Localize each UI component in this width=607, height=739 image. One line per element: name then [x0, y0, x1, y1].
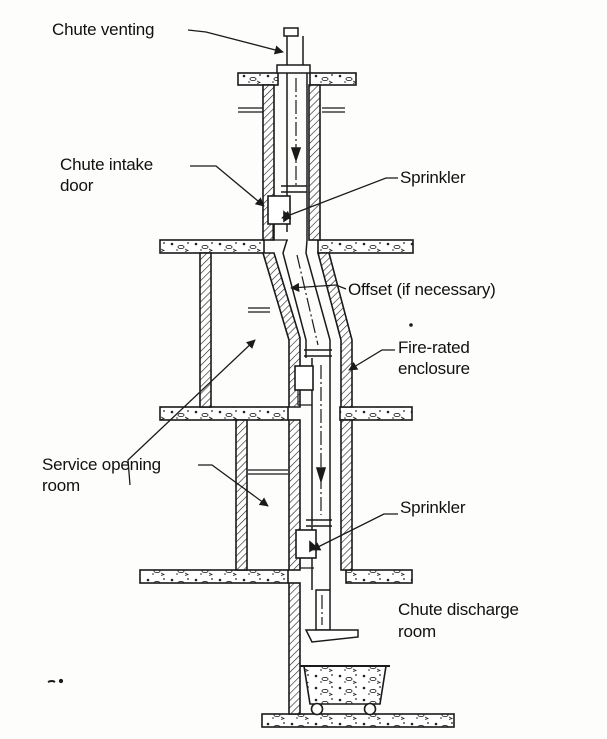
leader-lines [127, 29, 398, 551]
leader-sprinkler-lower [311, 513, 398, 551]
chute-pipe [276, 27, 359, 643]
label-chute-intake-door-line2: door [60, 176, 94, 195]
leader-service-room-upper [127, 339, 256, 486]
label-chute-venting: Chute venting [52, 20, 155, 39]
flow-arrows [290, 147, 327, 484]
side-walls [199, 252, 248, 571]
floor-slab-2 [159, 239, 414, 254]
floor-slab-4 [139, 569, 413, 584]
stray-marks [47, 323, 413, 684]
label-sprinkler-lower: Sprinkler [400, 498, 466, 517]
floor-slab-top [237, 72, 357, 86]
leader-sprinkler-upper [281, 177, 398, 220]
label-chute-discharge-room-line1: Chute discharge [398, 600, 519, 619]
leader-fire-rated [348, 349, 395, 371]
label-service-room-line2: room [42, 476, 80, 495]
fire-rated-enclosure [261, 84, 353, 715]
leader-chute-venting [187, 29, 284, 55]
label-fire-rated-line2: enclosure [398, 359, 470, 378]
label-chute-intake-door-line1: Chute intake [60, 155, 154, 174]
flow-centerline [295, 78, 323, 625]
intake-door-middle [294, 365, 314, 406]
leader-intake-door [190, 165, 265, 207]
leader-service-room-lower [198, 464, 269, 507]
label-chute-discharge-room-line2: room [398, 622, 436, 641]
label-sprinkler-upper: Sprinkler [400, 168, 466, 187]
floor-slab-bottom [261, 713, 455, 728]
leader-offset [290, 282, 347, 292]
discharge-cart [300, 665, 390, 716]
floor-slab-3 [159, 406, 413, 421]
label-service-room-line1: Service opening [42, 455, 161, 474]
floor-lines [238, 107, 345, 475]
label-fire-rated-line1: Fire-rated [398, 338, 470, 357]
label-offset: Offset (if necessary) [348, 280, 496, 299]
